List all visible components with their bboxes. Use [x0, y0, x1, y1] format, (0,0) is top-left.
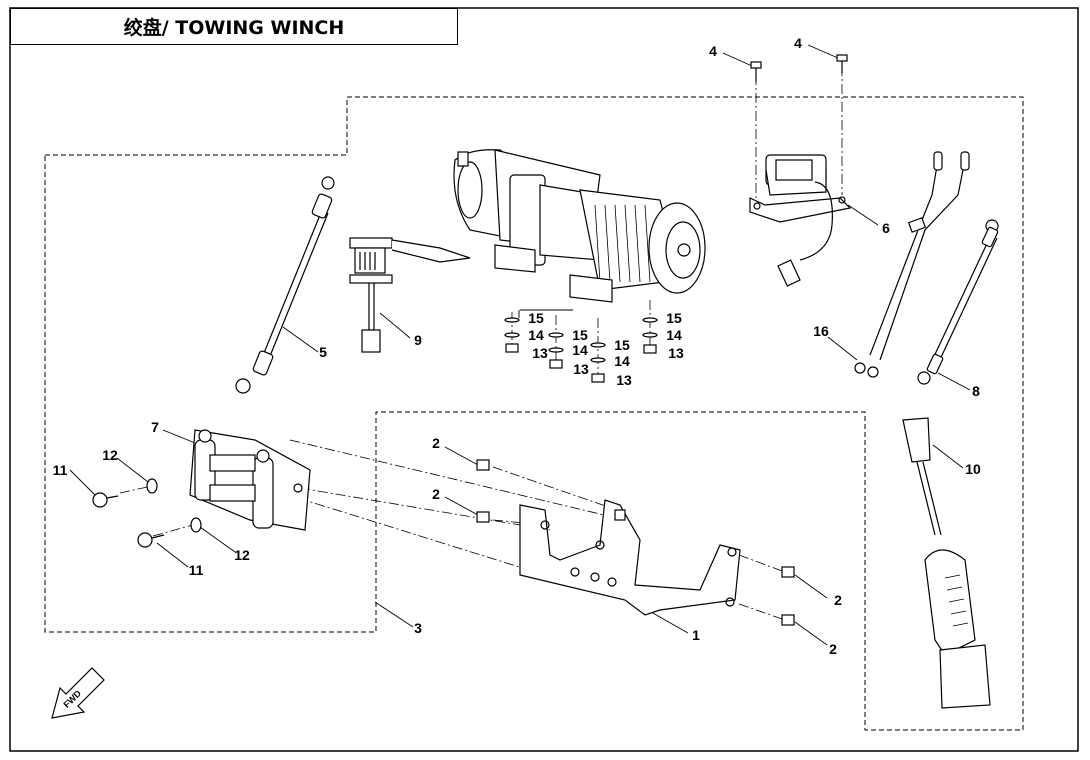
bolt-4-right: [836, 54, 848, 73]
callout-4: 4: [709, 43, 717, 59]
callout-8: 8: [972, 383, 980, 399]
leader-lines: [69, 44, 971, 646]
assembly-lines: [119, 66, 843, 621]
callout-15: 15: [666, 310, 682, 326]
fwd-arrow-icon: [51, 667, 105, 719]
callout-15: 15: [614, 337, 630, 353]
callout-9: 9: [414, 332, 422, 348]
washer-12-lower: [190, 517, 202, 533]
roller-fairlead-7: [189, 429, 311, 531]
callout-14: 14: [666, 327, 682, 343]
cable-16: [854, 151, 970, 378]
callout-11: 11: [52, 462, 68, 478]
callout-1: 1: [692, 627, 700, 643]
contactor-6: [749, 154, 852, 287]
bolt-2-d: [781, 614, 795, 626]
bolt-2-b: [476, 511, 490, 523]
group-outline-winch: [44, 96, 1024, 731]
page-title: 绞盘/ TOWING WINCH: [10, 8, 458, 45]
mounting-bracket-1: [519, 499, 741, 616]
callout-6: 6: [882, 220, 890, 236]
callout-13: 13: [668, 345, 684, 361]
callout-15: 15: [528, 310, 544, 326]
cable-8: [917, 219, 999, 385]
switch-9: [349, 237, 471, 353]
callout-10: 10: [965, 461, 981, 477]
callout-7: 7: [151, 419, 159, 435]
bolt-4-left: [750, 61, 762, 82]
callout-4: 4: [794, 35, 802, 51]
callout-13: 13: [573, 361, 589, 377]
callout-13: 13: [532, 345, 548, 361]
callout-2: 2: [432, 486, 440, 502]
callout-3: 3: [414, 620, 422, 636]
callout-11: 11: [188, 562, 204, 578]
callout-13: 13: [616, 372, 632, 388]
callout-14: 14: [572, 342, 588, 358]
callout-16: 16: [813, 323, 829, 339]
cable-5: [235, 176, 335, 394]
bolt-11-upper: [92, 492, 119, 508]
winch-assembly: [453, 149, 706, 303]
bolt-2-c: [781, 566, 795, 578]
callout-2: 2: [829, 641, 837, 657]
callout-12: 12: [102, 447, 118, 463]
remote-control-10: [902, 417, 991, 709]
callout-2: 2: [834, 592, 842, 608]
washer-12-upper: [146, 478, 158, 494]
outer-frame: [9, 7, 1079, 752]
callout-12: 12: [234, 547, 250, 563]
bolt-11-lower: [137, 532, 165, 548]
callout-2: 2: [432, 435, 440, 451]
callout-5: 5: [319, 344, 327, 360]
bolt-2-a: [476, 459, 490, 471]
callout-15: 15: [572, 327, 588, 343]
callout-14: 14: [528, 327, 544, 343]
fastener-stacks: [504, 317, 658, 383]
callout-14: 14: [614, 353, 630, 369]
